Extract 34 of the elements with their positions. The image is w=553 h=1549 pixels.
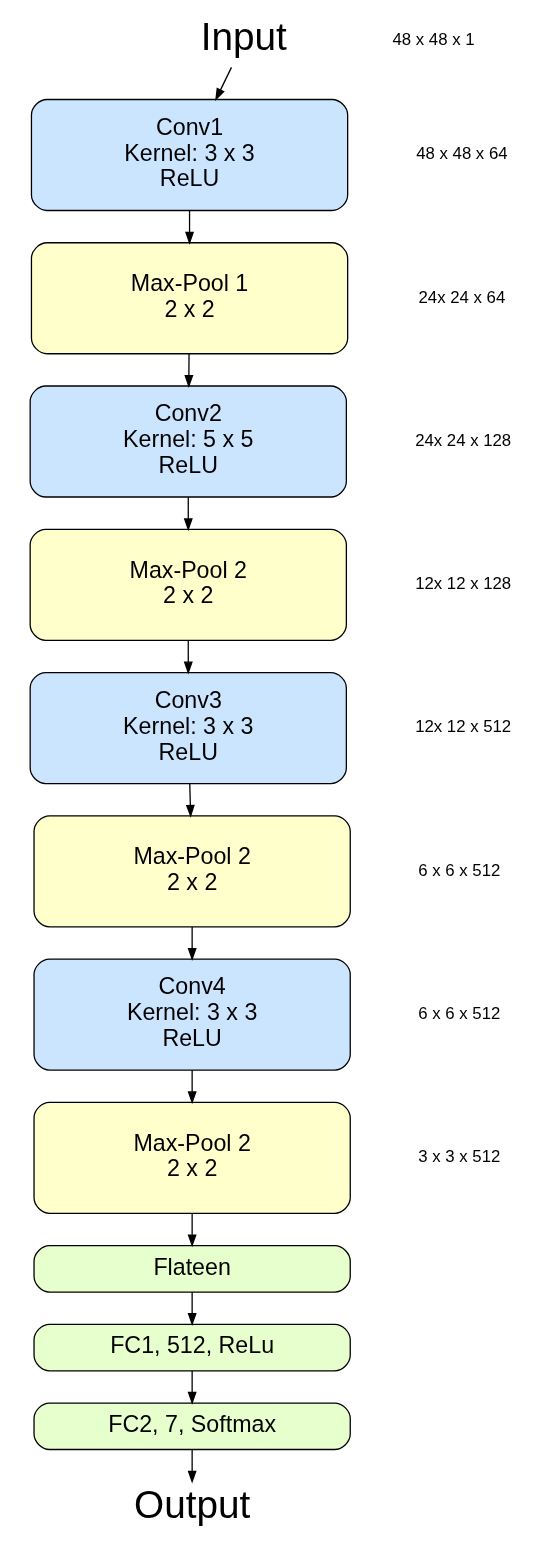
node-text: Output	[133, 1482, 250, 1526]
arrow	[187, 926, 197, 961]
arrow	[214, 66, 232, 102]
node-box: Conv2 Kernel: 5 x 5 ReLU	[29, 385, 347, 498]
label: 3 x 3 x 512	[417, 1147, 500, 1167]
node-box: Flateen	[32, 1244, 351, 1293]
arrow	[183, 639, 193, 675]
arrow	[183, 496, 193, 532]
node-box: Conv3 Kernel: 3 x 3 ReLU	[29, 671, 347, 785]
arrow	[184, 210, 194, 245]
label: 48 x 48 x 64	[415, 144, 508, 164]
node-box: Conv1 Kernel: 3 x 3 ReLU	[30, 98, 348, 212]
node-box: Max-Pool 2 2 x 2	[32, 1101, 351, 1214]
label: 12x 12 x 128	[414, 574, 511, 594]
node-box: Max-Pool 2 2 x 2	[29, 528, 347, 641]
arrow	[187, 1449, 197, 1484]
node-box: FC2, 7, Softmax	[32, 1402, 351, 1451]
node-box: Max-Pool 2 2 x 2	[32, 815, 351, 928]
label: 48 x 48 x 1	[391, 30, 475, 50]
label: 24x 24 x 128	[414, 430, 511, 450]
arrow	[185, 783, 195, 818]
label: 24x 24 x 64	[418, 287, 505, 307]
arrow	[187, 1069, 197, 1105]
label: 12x 12 x 512	[414, 717, 511, 737]
arrow	[187, 1213, 197, 1248]
label: 6 x 6 x 512	[417, 1003, 500, 1023]
arrow	[187, 1370, 197, 1405]
arrow	[187, 1291, 197, 1326]
node-box: Conv4 Kernel: 3 x 3 ReLU	[32, 958, 351, 1071]
node-box: FC1, 512, ReLu	[32, 1323, 351, 1372]
node-text: Input	[200, 15, 287, 59]
arrow	[183, 353, 193, 388]
label: 6 x 6 x 512	[417, 860, 500, 880]
node-box: Max-Pool 1 2 x 2	[30, 242, 348, 355]
